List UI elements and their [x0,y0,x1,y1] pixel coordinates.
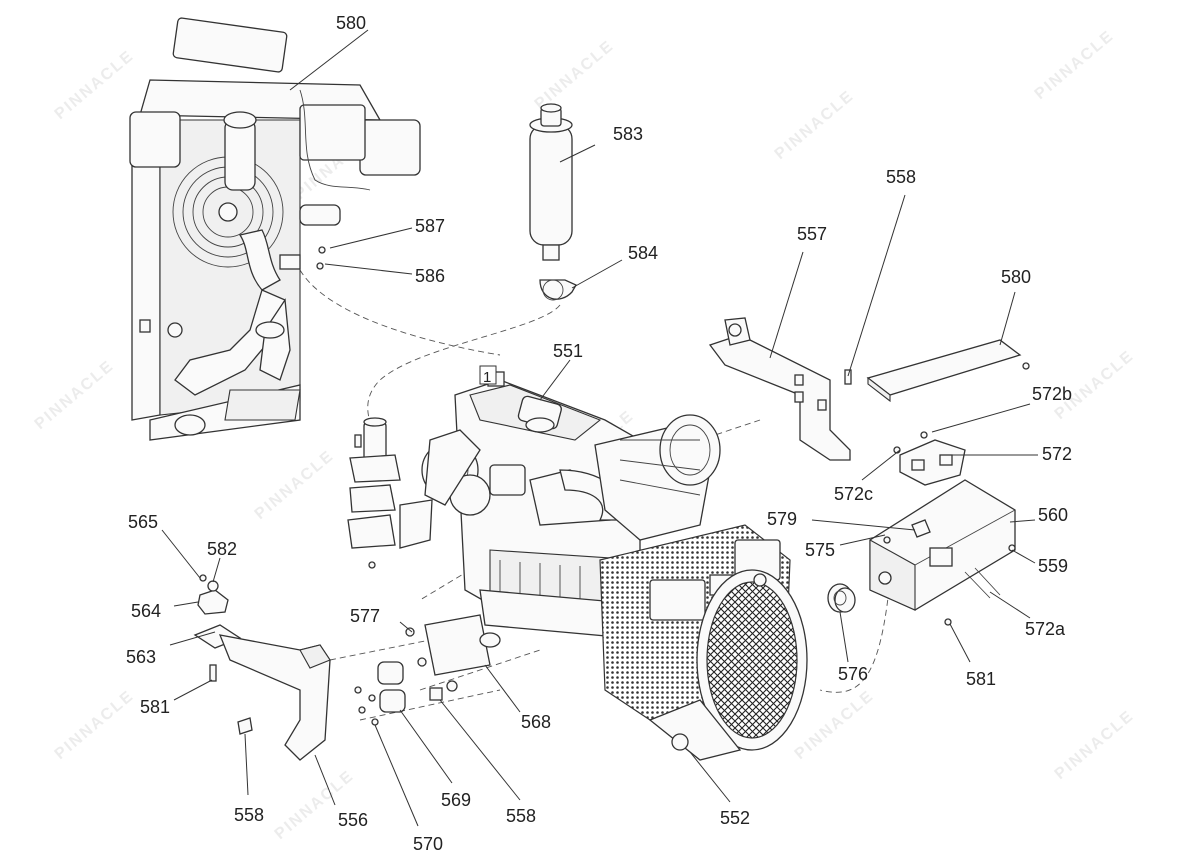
cover-plate-580 [866,339,1030,403]
part-label-576: 576 [838,664,868,684]
part-label-577: 577 [350,606,380,626]
watermark: PINNACLE [772,87,858,163]
muffler [529,103,577,301]
watermark: PINNACLE [1032,27,1118,103]
watermark: PINNACLE [52,687,138,763]
part-label-582: 582 [207,539,237,559]
part-label-558: 558 [234,805,264,825]
part-label-568: 568 [521,712,551,732]
part-label-551: 551 [553,341,583,361]
part-label-581: 581 [966,669,996,689]
part-label-569: 569 [441,790,471,810]
part-label-586: 586 [415,266,445,286]
watermark: PINNACLE [532,37,618,113]
part-label-570: 570 [413,834,443,854]
part-label-564: 564 [131,601,161,621]
part-label-560: 560 [1038,505,1068,525]
alternator [599,524,808,761]
part-label-587: 587 [415,216,445,236]
part-label-558: 558 [886,167,916,187]
part-label-575: 575 [805,540,835,560]
watermark: PINNACLE [52,47,138,123]
part-label-572c: 572c [834,484,873,504]
watermark: PINNACLE [272,767,358,843]
small-hardware [354,614,501,726]
cable-gland-576 [827,583,856,613]
part-label-565: 565 [128,512,158,532]
part-label-572a: 572a [1025,619,1066,639]
watermark: PINNACLE [252,447,338,523]
part-label-572: 572 [1042,444,1072,464]
enclosure-box-560 [869,479,1016,626]
bracket-557 [708,317,852,461]
part-label-563: 563 [126,647,156,667]
control-module-572 [893,431,966,486]
part-label-581: 581 [140,697,170,717]
part-label-552: 552 [720,808,750,828]
part-label-579: 579 [767,509,797,529]
watermark: PINNACLE [792,687,878,763]
leader-lines [161,29,1038,827]
reference-label: 1 [483,369,491,386]
part-labels: 580 583 558 557 587 584 580 586 551 572b… [126,13,1072,854]
part-label-580: 580 [1001,267,1031,287]
part-label-558: 558 [506,806,536,826]
part-label-583: 583 [613,124,643,144]
part-label-580: 580 [336,13,366,33]
engine-mount-left [193,574,331,761]
watermark: PINNACLE [1052,707,1138,783]
part-label-584: 584 [628,243,658,263]
radiator-assembly [129,17,421,441]
watermark: PINNACLE [32,357,118,433]
exhaust-flange-set [347,417,433,569]
reference-marker-1: 1 [479,365,497,386]
part-label-559: 559 [1038,556,1068,576]
part-label-557: 557 [797,224,827,244]
part-label-556: 556 [338,810,368,830]
part-label-572b: 572b [1032,384,1072,404]
